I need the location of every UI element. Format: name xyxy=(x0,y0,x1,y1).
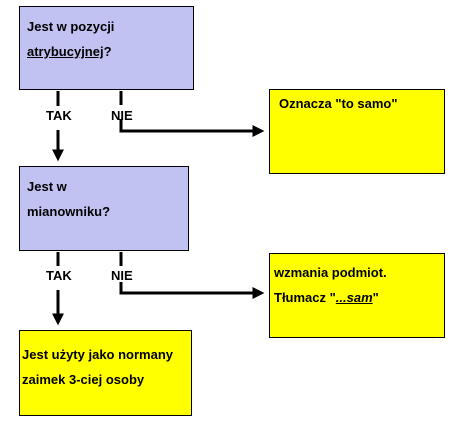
answer-subject-emphasis-suffix: " xyxy=(372,290,379,305)
answer-subject-emphasis-term: ...sam xyxy=(335,290,373,305)
answer-same-text: Oznacza "to samo" xyxy=(279,96,398,111)
answer-subject-emphasis-prefix: Tłumacz " xyxy=(274,290,336,305)
edge-label-q2-yes: TAK xyxy=(46,268,72,283)
answer-box-same: Oznacza "to samo" xyxy=(269,89,445,174)
question-box-nominative: Jest w mianowniku? xyxy=(19,166,189,251)
question-attributive-line1: Jest w pozycji xyxy=(27,19,115,34)
answer-third-person-line2: zaimek 3-ciej osoby xyxy=(22,372,145,387)
edge-label-q2-no: NIE xyxy=(111,268,133,283)
answer-third-person-line1: Jest użyty jako normany xyxy=(22,347,173,362)
answer-third-person-text: Jest użyty jako normany zaimek 3-ciej os… xyxy=(22,342,173,392)
question-attributive-text: Jest w pozycji atrybucyjnej? xyxy=(27,14,114,64)
edge-q2-no-arrow xyxy=(119,282,265,299)
edge-label-q1-yes: TAK xyxy=(46,108,72,123)
question-nominative-text: Jest w mianowniku? xyxy=(27,174,110,224)
answer-subject-emphasis-text: wzmania podmiot. Tłumacz "...sam" xyxy=(274,260,387,310)
question-attributive-mark: ? xyxy=(103,44,112,59)
answer-subject-emphasis-line1: wzmania podmiot. xyxy=(274,265,387,280)
edge-label-q1-no: NIE xyxy=(111,108,133,123)
question-nominative-line2: mianowniku? xyxy=(27,204,111,219)
answer-box-third-person-pronoun: Jest użyty jako normany zaimek 3-ciej os… xyxy=(19,330,192,416)
question-box-attributive: Jest w pozycji atrybucyjnej? xyxy=(19,6,194,90)
question-nominative-line1: Jest w xyxy=(27,179,67,194)
answer-box-subject-emphasis: wzmania podmiot. Tłumacz "...sam" xyxy=(269,253,445,338)
edge-q1-no-arrow xyxy=(119,119,265,137)
question-attributive-term: atrybucyjnej xyxy=(27,44,104,59)
